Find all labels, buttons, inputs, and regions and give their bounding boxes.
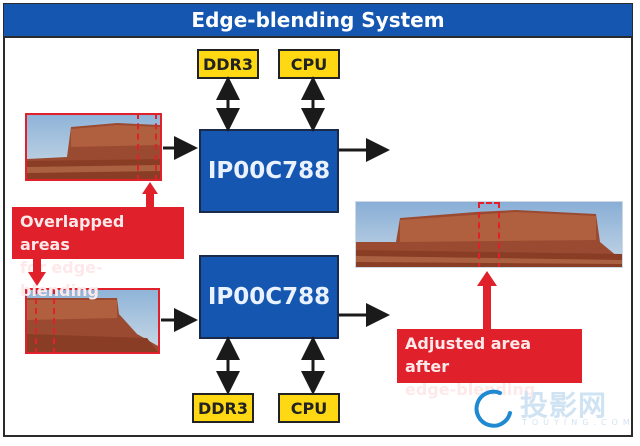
adjusted-callout-line2: edge-blending: [405, 380, 536, 399]
mesa-panorama-image: [356, 202, 622, 267]
processor-top: IP00C788: [199, 129, 339, 213]
adjusted-callout-line1: Adjusted area after: [405, 334, 532, 376]
overlap-pointer-up-arrow: [142, 182, 158, 208]
overlap-callout-line1: Overlapped areas: [20, 212, 125, 254]
input-image-top: [25, 113, 162, 181]
adjusted-region: [478, 202, 500, 267]
adjusted-callout: Adjusted area after edge-blending: [397, 329, 582, 399]
watermark-subtext: TOUYING.COM: [522, 418, 635, 427]
overlap-pointer-down-arrow: [28, 259, 46, 286]
output-image: [355, 201, 623, 268]
ddr3-chip-top: DDR3: [197, 49, 259, 79]
cpu-chip-top: CPU: [278, 49, 340, 79]
overlap-region-bottom: [35, 290, 55, 352]
watermark-logo-icon: [474, 389, 512, 428]
diagram-title: Edge-blending System: [4, 4, 632, 38]
overlap-region-top: [137, 115, 157, 179]
ddr3-chip-bottom: DDR3: [192, 393, 254, 423]
watermark-text: 投影网: [520, 389, 608, 422]
input-image-bottom: [25, 288, 160, 354]
adjusted-pointer-up-arrow: [477, 271, 497, 330]
mesa-right-image: [27, 290, 158, 352]
processor-bottom: IP00C788: [199, 255, 339, 339]
